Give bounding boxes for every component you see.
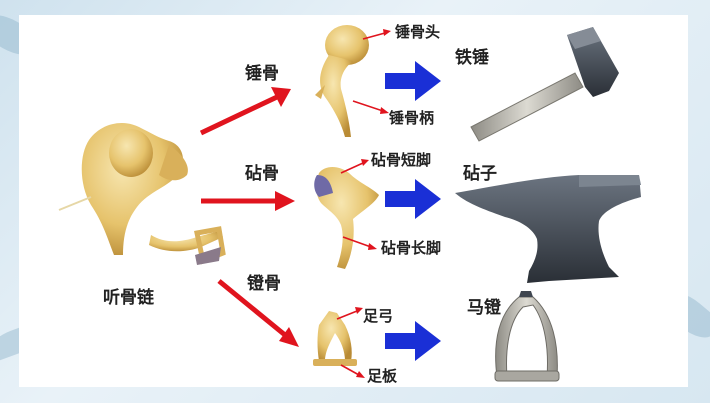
pointer-arrows: [336, 29, 391, 378]
stapes-image: [313, 311, 357, 366]
malleus-label: 锤骨: [245, 64, 279, 84]
anvil-image: [455, 175, 641, 283]
red-arrows: [199, 87, 299, 347]
hammer-image: [470, 27, 619, 142]
malleus-head-label: 锤骨头: [395, 23, 441, 41]
anvil-label: 砧子: [463, 164, 497, 184]
blue-arrows: [385, 61, 441, 361]
incus-image: [314, 167, 379, 269]
ossicle-chain-image: [58, 123, 226, 265]
stirrup-label: 马镫: [467, 298, 501, 318]
diagram-canvas: [58, 25, 641, 382]
malleus-image: [315, 25, 369, 137]
stapes-label: 镫骨: [247, 274, 281, 294]
incus-short-label: 砧骨短脚: [371, 151, 432, 169]
ossicles-label: 听骨链: [103, 288, 154, 308]
stapes-arch-label: 足弓: [363, 307, 394, 325]
diagram-panel: 听骨链 锤骨 锤骨头 锤骨柄 铁锤 砧骨 砧骨短脚 砧骨长脚 砧子 镫骨 足弓 …: [19, 15, 688, 387]
stapes-footplate-label: 足板: [367, 367, 398, 385]
hammer-label: 铁锤: [455, 48, 489, 68]
incus-label: 砧骨: [245, 164, 279, 184]
incus-long-label: 砧骨长脚: [381, 239, 442, 257]
stirrup-image: [494, 291, 560, 382]
malleus-handle-label: 锤骨柄: [389, 109, 435, 127]
